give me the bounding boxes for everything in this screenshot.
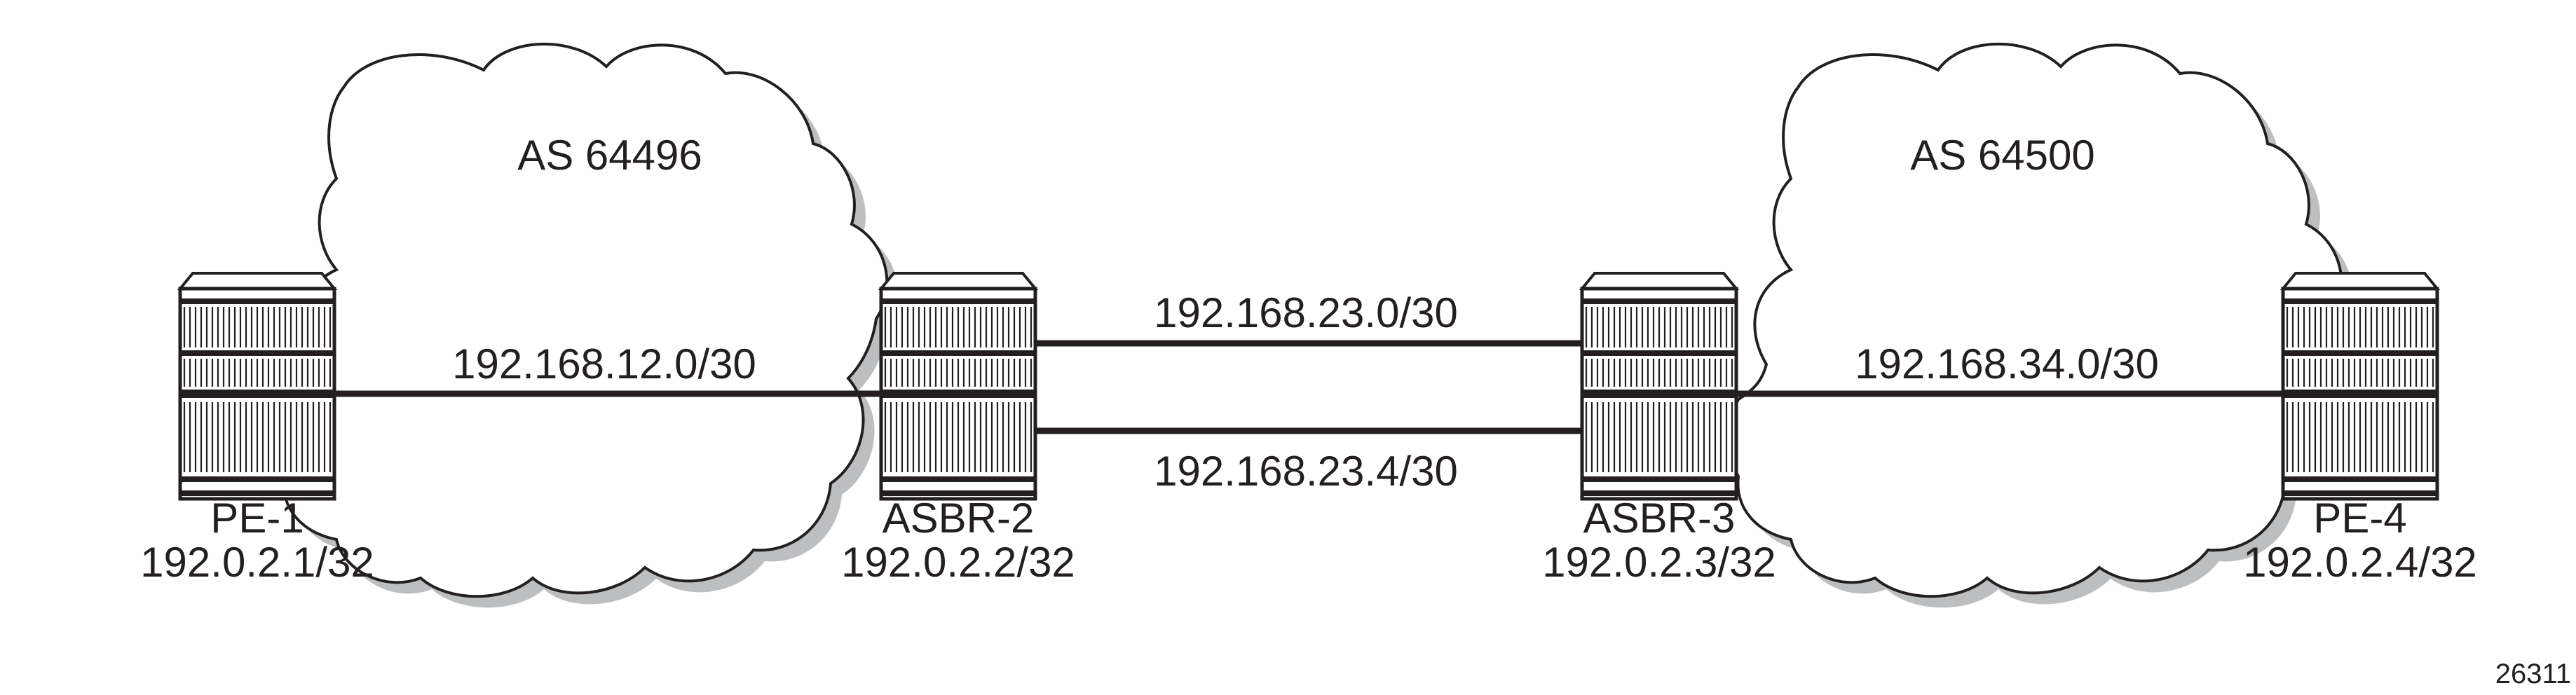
router-asbr-2[interactable]: ASBR-2 192.0.2.2/32 (841, 273, 1075, 586)
figure-id: 26311 (2495, 659, 2571, 689)
link-subnet-label: 192.168.34.0/30 (1855, 340, 2159, 387)
cloud-as64500: AS 64500 (1727, 42, 2353, 608)
cloud-label: AS 64496 (517, 132, 702, 179)
link-subnet-label: 192.168.12.0/30 (452, 340, 756, 387)
router-name: ASBR-3 (1583, 495, 1736, 542)
router-pe-4[interactable]: PE-4 192.0.2.4/32 (2243, 273, 2477, 586)
router-name: ASBR-2 (882, 495, 1035, 542)
link-192-168-34-0: 192.168.34.0/30 (1731, 340, 2289, 397)
link-192-168-23-4: 192.168.23.4/30 (1030, 427, 1588, 495)
router-name: PE-1 (210, 495, 304, 542)
router-name: PE-4 (2313, 495, 2406, 542)
router-address: 192.0.2.2/32 (841, 539, 1075, 586)
link-subnet-label: 192.168.23.0/30 (1154, 289, 1458, 336)
cloud-label: AS 64500 (1910, 132, 2095, 179)
link-192-168-12-0: 192.168.12.0/30 (329, 340, 880, 397)
link-subnet-label: 192.168.23.4/30 (1154, 448, 1458, 495)
link-192-168-23-0: 192.168.23.0/30 (1030, 289, 1588, 347)
router-address: 192.0.2.1/32 (140, 539, 374, 586)
cloud-as64496: AS 64496 (273, 42, 899, 608)
router-address: 192.0.2.3/32 (1542, 539, 1776, 586)
router-pe-1[interactable]: PE-1 192.0.2.1/32 (140, 273, 374, 586)
router-asbr-3[interactable]: ASBR-3 192.0.2.3/32 (1542, 273, 1776, 586)
router-address: 192.0.2.4/32 (2243, 539, 2477, 586)
